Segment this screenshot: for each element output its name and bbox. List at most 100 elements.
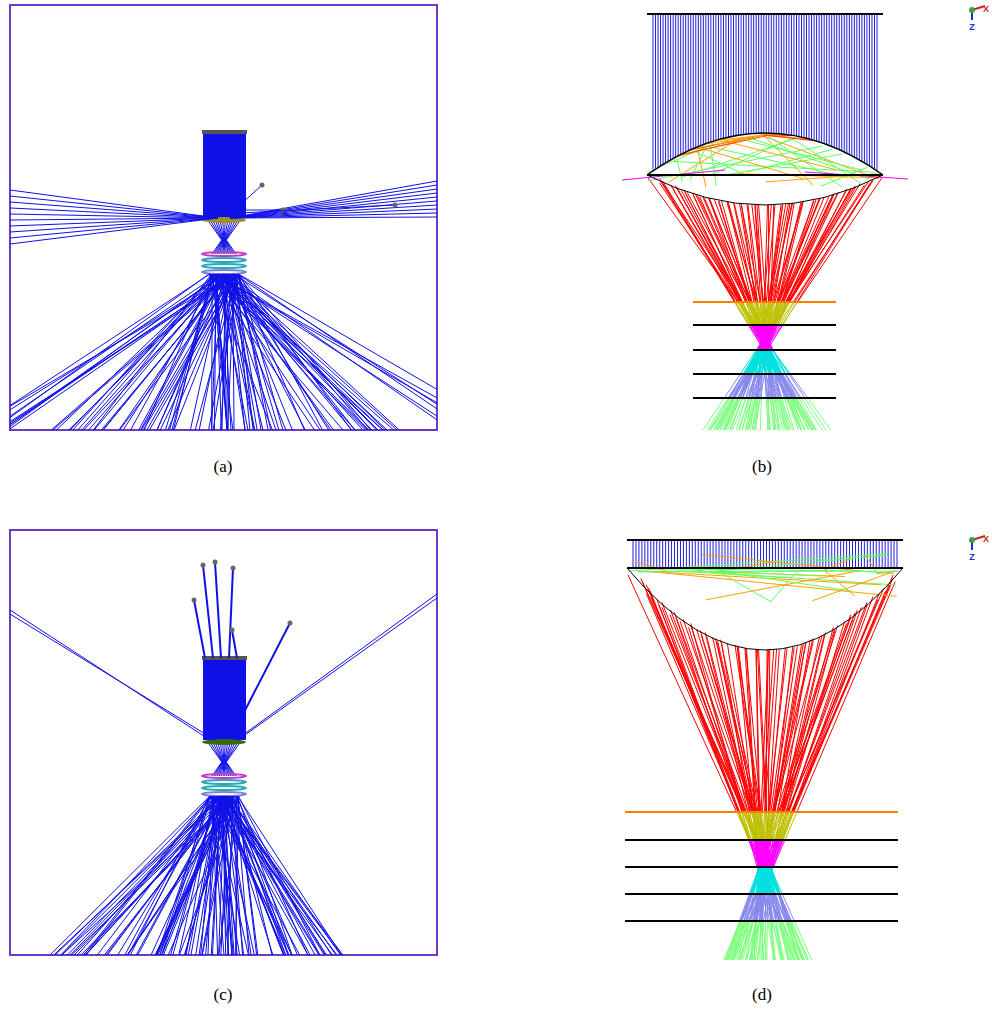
ray-line	[781, 540, 782, 568]
ray-line	[668, 540, 669, 568]
ray-line	[162, 796, 212, 955]
ray-line	[127, 796, 239, 955]
ray-line	[232, 274, 355, 430]
ray-line	[873, 540, 874, 568]
ray-line	[692, 540, 693, 568]
ray-line	[805, 540, 806, 568]
ray-line	[221, 222, 224, 240]
ray-line	[829, 14, 830, 145]
ray-line	[730, 374, 746, 398]
ray-line	[715, 200, 752, 302]
ray-line	[864, 14, 865, 163]
ray-line	[752, 867, 762, 894]
ray-line	[82, 274, 220, 430]
ray-line	[688, 14, 689, 151]
ray-line	[851, 14, 852, 156]
ray-line	[240, 623, 290, 720]
ray-line	[797, 582, 895, 812]
ray-line	[772, 894, 776, 921]
ray-line	[711, 398, 733, 430]
ray-line	[763, 14, 764, 133]
ray-line	[768, 374, 772, 398]
ray-line	[714, 398, 734, 430]
ray-line	[701, 540, 702, 568]
ray-line	[230, 209, 437, 218]
ray-line	[644, 540, 645, 568]
ray-line	[793, 14, 794, 136]
ray-line	[10, 274, 232, 425]
ray-line	[769, 921, 775, 960]
ray-line	[802, 540, 803, 568]
ray-line	[677, 159, 683, 181]
ray-line	[897, 540, 898, 568]
ray-line	[705, 632, 748, 812]
ray-line	[687, 192, 747, 302]
ray-line	[673, 14, 674, 158]
ray-line	[846, 14, 847, 153]
ray-line	[74, 796, 227, 955]
ray-line	[650, 591, 739, 812]
ray-line	[769, 350, 772, 374]
ray-line	[229, 568, 233, 658]
detector-layer	[202, 792, 246, 796]
ray-line	[821, 14, 822, 143]
ray-line	[10, 218, 218, 244]
ray-line	[761, 650, 768, 812]
detector-layer	[202, 270, 246, 274]
ray-line	[675, 14, 676, 157]
ray-line	[768, 398, 770, 430]
axis-label: Z	[969, 23, 975, 32]
ray-line	[157, 274, 224, 430]
ray-line	[53, 274, 233, 430]
ray-line	[749, 350, 764, 374]
ray-line	[736, 14, 737, 136]
panel-label: (a)	[214, 458, 233, 475]
ray-line	[743, 14, 744, 134]
ray-line	[791, 398, 804, 430]
ray-line	[770, 350, 775, 374]
ray-line	[767, 840, 779, 867]
ray-line	[804, 14, 805, 138]
ray-line	[710, 14, 711, 142]
panel-frame	[10, 5, 437, 430]
ray-line	[779, 398, 789, 430]
ray-line	[721, 640, 758, 812]
ray-line	[825, 540, 826, 568]
ray-line	[217, 796, 333, 955]
ray-line	[772, 921, 774, 960]
ray-line	[741, 894, 753, 921]
ray-line	[834, 540, 835, 568]
ray-line	[769, 540, 770, 568]
ray-line	[746, 14, 747, 134]
ray-line	[762, 302, 763, 325]
ray-line	[758, 867, 769, 894]
ray-line	[226, 274, 437, 420]
ray-line	[674, 612, 748, 812]
panel-label: (d)	[752, 986, 772, 1003]
ray-line	[778, 302, 793, 325]
ray-line	[843, 540, 844, 568]
ray-line	[831, 540, 832, 568]
ray-line	[769, 812, 779, 840]
ray-line	[861, 14, 862, 161]
ray-line	[822, 540, 823, 568]
ray-line	[765, 374, 767, 398]
detector-plane	[693, 373, 836, 375]
ray-line	[683, 619, 751, 812]
ray-line	[747, 302, 760, 325]
ray-line	[89, 274, 226, 430]
ray-line	[759, 840, 769, 867]
ray-line	[713, 637, 750, 812]
ray-line	[787, 588, 883, 812]
ray-line	[849, 540, 850, 568]
ray-line	[756, 302, 759, 325]
ray-line	[693, 14, 694, 149]
ray-line	[861, 540, 862, 568]
ray-line	[233, 274, 234, 430]
ray-line	[778, 540, 779, 568]
ray-line	[771, 14, 772, 133]
ray-line	[218, 744, 223, 762]
ray-line	[727, 203, 756, 302]
ray-line	[223, 274, 397, 430]
cylinder-cap	[202, 130, 247, 134]
